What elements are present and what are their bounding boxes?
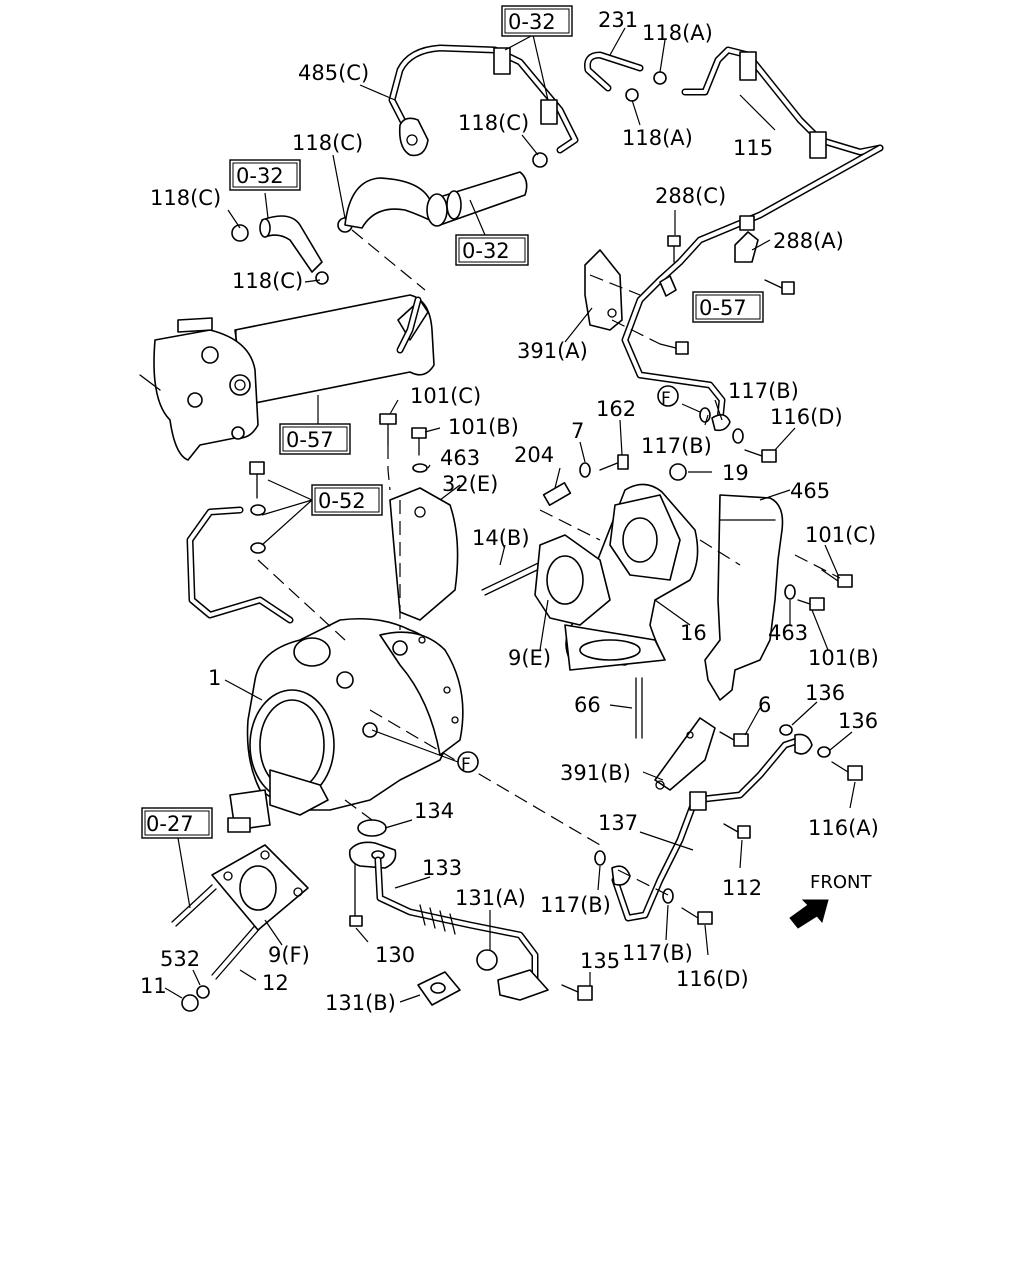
label-231: 231 [598,8,638,32]
dashed-guides [257,229,841,896]
ref-0-32-top: 0-32 [508,10,556,34]
label-66: 66 [574,693,601,717]
ref-0-27: 0-27 [146,812,194,836]
label-391b: 391(B) [560,761,631,785]
label-6: 6 [758,693,771,717]
label-137: 137 [598,811,638,835]
label-133: 133 [422,856,462,880]
label-131a: 131(A) [455,886,526,910]
label-12: 12 [262,971,289,995]
label-117b-3: 117(B) [540,893,611,917]
label-7: 7 [571,419,584,443]
label-101b-1: 101(B) [448,415,519,439]
label-463-2: 463 [768,621,808,645]
label-118c-2: 118(C) [292,131,363,155]
hose-231 [584,51,644,92]
heat-shield-465 [704,494,784,701]
label-118c-1: 118(C) [458,111,529,135]
gasket-134 [357,819,387,837]
label-14b: 14(B) [472,526,530,550]
label-32e: 32(E) [442,472,498,496]
label-130: 130 [375,943,415,967]
label-118c-3: 118(C) [150,186,221,210]
exhaust-manifold-16 [534,482,699,671]
egr-cooler [139,294,435,461]
label-f-1: F [661,389,671,409]
label-162: 162 [596,397,636,421]
drain-pipe-133 [348,841,549,1006]
ref-0-57-right: 0-57 [699,296,747,320]
hose-0-32-middle [344,171,528,229]
label-118a-top: 118(A) [642,21,713,45]
label-116d-1: 116(D) [770,405,843,429]
label-116d-2: 116(D) [676,967,749,991]
label-134: 134 [414,799,454,823]
label-101c-1: 101(C) [410,384,481,408]
reference-boxes [141,5,764,839]
bracket-391a [584,249,623,331]
label-288c: 288(C) [655,184,726,208]
label-131b: 131(B) [325,991,396,1015]
ref-0-57-left: 0-57 [286,428,334,452]
hose-0-32-left [259,215,323,273]
f-markers [457,385,679,773]
label-16: 16 [680,621,707,645]
label-117b-2: 117(B) [641,434,712,458]
label-391a: 391(A) [517,339,588,363]
label-135: 135 [580,949,620,973]
label-204: 204 [514,443,554,467]
label-116a: 116(A) [808,816,879,840]
turbocharger-1 [227,617,464,833]
label-112: 112 [722,876,762,900]
label-front: FRONT [810,872,872,893]
pipe-115 [681,46,884,159]
heat-shield-32e [389,487,459,621]
label-101b-2: 101(B) [808,646,879,670]
oil-return-pipe-137 [611,733,813,922]
label-136-2: 136 [838,709,878,733]
label-288a: 288(A) [773,229,844,253]
oil-feed-pipe [186,506,294,624]
label-532: 532 [160,947,200,971]
label-101c-2: 101(C) [805,523,876,547]
label-118a-mid: 118(A) [622,126,693,150]
label-f-2: F [461,755,471,775]
label-136-1: 136 [805,681,845,705]
leader-lines [164,27,856,1003]
label-9f: 9(F) [268,943,310,967]
ref-0-52: 0-52 [318,489,366,513]
callout-labels: 485(C) 0-32 231 118(A) 118(A) 115 118(C)… [140,8,879,1015]
bracket-391b [654,717,716,791]
washers-117b-top [699,407,744,444]
gasket-9f [211,844,309,931]
label-11: 11 [140,974,167,998]
ref-0-32-left: 0-32 [236,164,284,188]
label-463-1: 463 [440,446,480,470]
label-1: 1 [208,666,221,690]
pipe-485c [388,44,579,157]
label-118c-4: 118(C) [232,269,303,293]
oil-pipe-upper [621,144,884,432]
ref-0-32-mid: 0-32 [462,239,510,263]
label-485c: 485(C) [298,61,369,85]
label-9e: 9(E) [508,646,551,670]
label-115: 115 [733,136,773,160]
label-117b-4: 117(B) [622,941,693,965]
label-19: 19 [722,461,749,485]
front-arrow-icon [789,899,829,929]
label-465: 465 [790,479,830,503]
label-117b-1: 117(B) [728,379,799,403]
